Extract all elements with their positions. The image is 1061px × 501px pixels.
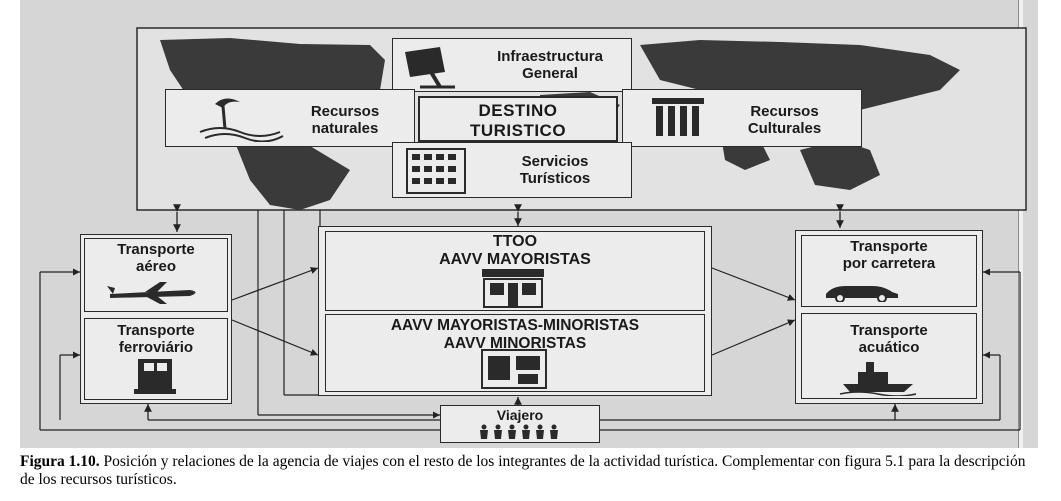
locomotive-icon [134,359,176,394]
travelers-icon [480,424,558,439]
recursos-culturales-label: Recursos Culturales [747,103,822,138]
viajero-box [440,405,600,443]
car-icon [826,286,898,302]
viajero-label: Viajero [496,407,544,423]
transporte-acuatico-label: Transporte acuático [850,322,928,357]
transporte-ferroviario-label: Transporte ferroviário [117,322,195,357]
aavv-minoristas-label: AAVV MAYORISTAS-MINORISTAS AAVV MINORIST… [390,317,640,352]
servicios-label: Servicios Turísticos [519,153,591,188]
transporte-aereo-label: Transporte aéreo [117,241,195,276]
building-icon [406,148,466,194]
satellite-dish-icon [405,47,455,89]
shop-icon [481,349,547,389]
aavv-minoristas-box [325,314,705,392]
ttoo-label: TTOO AAVV MAYORISTAS [439,233,591,269]
infraestructura-label: Infraestructura General [497,48,603,83]
transporte-carretera-label: Transporte por carretera [842,238,936,273]
palm-tree-icon [199,98,284,142]
ship-icon [839,362,917,396]
recursos-naturales-label: Recursos naturales [310,103,380,138]
store-icon [482,269,544,308]
destino-label: DESTINO TURISTICO [469,101,567,140]
caption-label: Figura 1.10. [20,453,100,470]
airplane-icon [107,282,196,304]
temple-columns-icon [652,98,704,136]
destino-box [418,96,618,142]
figure-caption: Figura 1.10. Posición y relaciones de la… [20,453,1040,489]
caption-text: Posición y relaciones de la agencia de v… [20,453,1026,488]
page-edge [1018,0,1023,448]
world-map-continents [160,38,960,210]
